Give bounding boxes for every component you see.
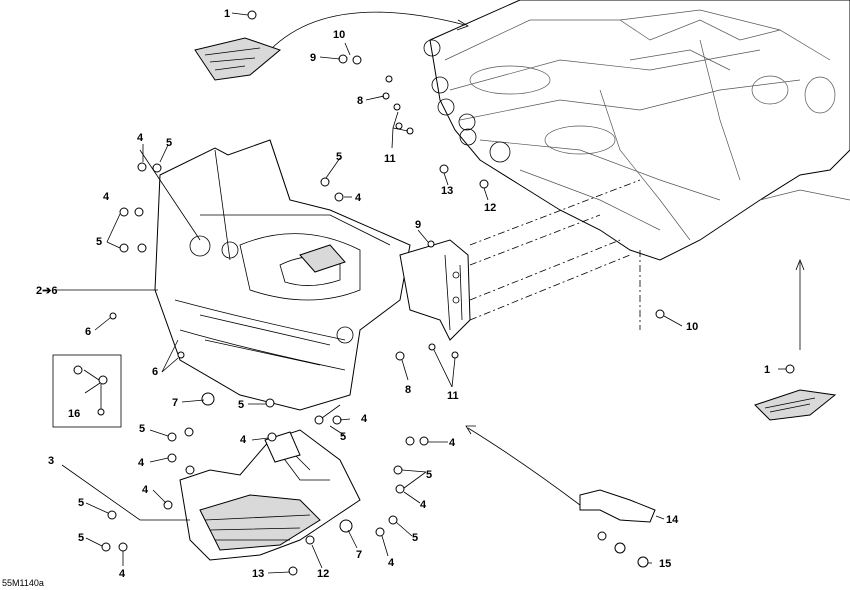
callout-8-mid: 8	[405, 384, 411, 396]
callout-6-b: 6	[152, 366, 158, 378]
callout-15: 15	[659, 558, 671, 570]
callout-10-top: 10	[333, 29, 345, 41]
leader-lines	[55, 12, 786, 574]
callout-12-bottom: 12	[317, 568, 329, 580]
callout-5-c: 5	[96, 236, 102, 248]
callout-4-b: 4	[355, 192, 362, 204]
lower-bracket-assembly	[179, 429, 361, 561]
callout-5-e: 5	[139, 423, 145, 435]
callout-16: 16	[68, 408, 80, 420]
bracket-14	[579, 489, 656, 568]
callout-2to6: 2➔6	[36, 285, 57, 297]
callout-4-d: 4	[361, 413, 368, 425]
callout-9-mid: 9	[415, 219, 421, 231]
callout-4-a: 4	[137, 132, 144, 144]
callout-4-j: 4	[388, 557, 395, 569]
callout-4-k: 4	[119, 568, 126, 580]
callout-4-h: 4	[142, 484, 149, 496]
chassis-frame	[423, 0, 850, 261]
callout-5-g: 5	[426, 469, 432, 481]
callout-5-b: 5	[336, 151, 342, 163]
callout-13-top: 13	[441, 185, 453, 197]
foot-bracket-top	[194, 10, 282, 81]
callout-13-bottom: 13	[252, 568, 264, 580]
callout-4-c: 4	[103, 191, 110, 203]
callout-5-f: 5	[340, 431, 346, 443]
callout-4-i: 4	[420, 499, 427, 511]
callout-5-a: 5	[166, 137, 172, 149]
callout-5-h: 5	[78, 497, 84, 509]
callout-9-top: 9	[310, 52, 316, 64]
front-plate-assembly	[154, 139, 411, 411]
inset-box	[52, 354, 122, 428]
callout-10-right: 10	[686, 321, 698, 333]
callout-7-b: 7	[356, 549, 362, 561]
callout-11-top: 11	[384, 153, 396, 165]
assembly-arrow-top	[269, 11, 466, 51]
callout-4-f: 4	[449, 437, 456, 449]
callout-14: 14	[666, 514, 679, 526]
callout-5-i: 5	[412, 532, 418, 544]
callout-labels: 1 10 9 8 11 13 12 4 5 5 4 4 5 9 2➔6 6 6 …	[2, 8, 770, 588]
callout-4-e: 4	[240, 434, 247, 446]
figure-reference: 55M1140a	[2, 578, 44, 588]
callout-1-top: 1	[224, 8, 230, 20]
hardware-parts	[101, 54, 665, 576]
callout-5-d: 5	[238, 399, 244, 411]
callout-6-a: 6	[85, 326, 91, 338]
callout-4-g: 4	[138, 457, 145, 469]
foot-bracket-right	[754, 364, 837, 421]
callout-12-top: 12	[484, 202, 496, 214]
callout-7-a: 7	[172, 397, 178, 409]
callout-5-j: 5	[78, 532, 84, 544]
callout-1-right: 1	[764, 364, 770, 376]
callout-11-mid: 11	[447, 390, 459, 402]
callout-3: 3	[48, 455, 54, 467]
side-bracket	[399, 239, 471, 341]
callout-8-top: 8	[357, 95, 363, 107]
